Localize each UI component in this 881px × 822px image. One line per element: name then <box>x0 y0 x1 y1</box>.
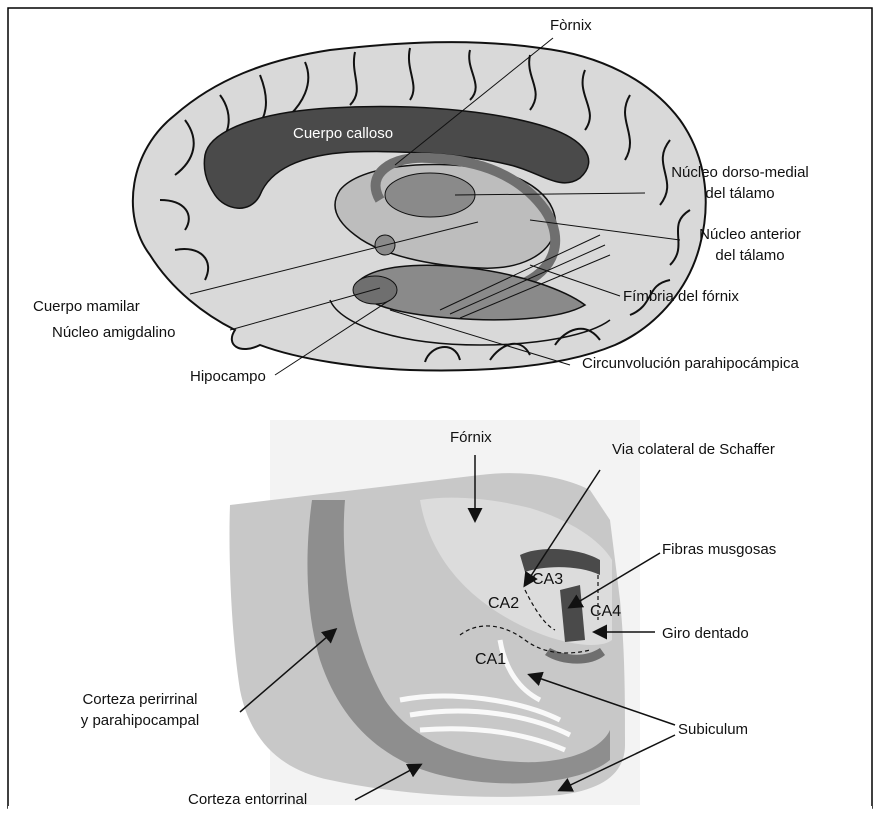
label-cuerpo-mamilar: Cuerpo mamilar <box>33 297 140 316</box>
label-circunvolucion: Circunvolución parahipocámpica <box>582 354 799 373</box>
label-fornix-bottom: Fórnix <box>450 428 492 447</box>
label-nucleo-dorso-medial-1: Núcleo dorso-medial <box>650 163 830 182</box>
amygdala <box>353 276 397 304</box>
label-corteza-entorrinal: Corteza entorrinal <box>188 790 307 809</box>
label-ca1: CA1 <box>475 650 506 669</box>
label-ca3: CA3 <box>532 570 563 589</box>
label-fibras-musgosas: Fibras musgosas <box>662 540 776 559</box>
label-giro-dentado: Giro dentado <box>662 624 749 643</box>
label-subiculum: Subiculum <box>678 720 748 739</box>
label-via-colateral: Via colateral de Schaffer <box>612 440 775 459</box>
label-corteza-perirrinal-1: Corteza perirrinal <box>50 690 230 709</box>
label-cuerpo-calloso: Cuerpo calloso <box>293 124 393 143</box>
label-nucleo-dorso-medial-2: del tálamo <box>650 184 830 203</box>
label-nucleo-anterior-2: del tálamo <box>680 246 820 265</box>
label-ca4: CA4 <box>590 602 621 621</box>
label-corteza-perirrinal-2: y parahipocampal <box>50 711 230 730</box>
label-nucleo-anterior-1: Núcleo anterior <box>680 225 820 244</box>
label-ca2: CA2 <box>488 594 519 613</box>
label-fornix-top: Fòrnix <box>550 16 592 35</box>
label-fimbria: Fímbria del fórnix <box>623 287 739 306</box>
label-hipocampo: Hipocampo <box>190 367 266 386</box>
label-nucleo-amigdalino: Núcleo amigdalino <box>52 323 175 342</box>
